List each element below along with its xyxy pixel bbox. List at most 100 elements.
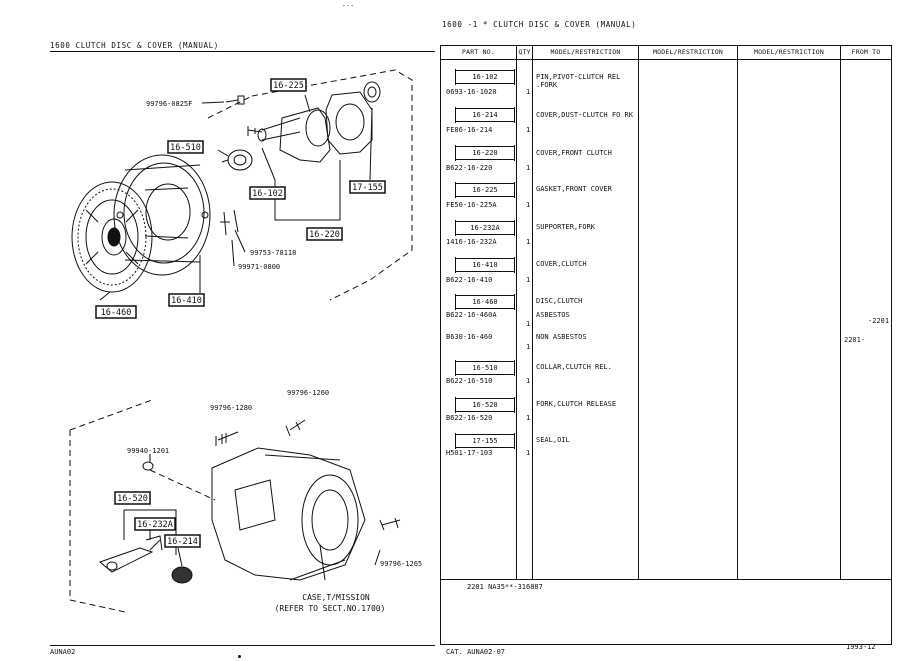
col-header-model-2: MODEL/RESTRICTION bbox=[653, 48, 723, 56]
qty: 1 bbox=[526, 238, 531, 246]
description: COVER,FRONT CLUTCH bbox=[536, 149, 612, 157]
col-line bbox=[638, 46, 639, 579]
part-number: 1416-16-232A bbox=[446, 238, 497, 246]
col-header-qty: QTY bbox=[518, 48, 531, 56]
ref-box: 17-155 bbox=[455, 433, 515, 449]
ref-box: 16-232A bbox=[455, 220, 515, 236]
ref-box: 16-102 bbox=[455, 69, 515, 85]
description: DISC,CLUTCH bbox=[536, 297, 583, 305]
col-line bbox=[532, 46, 533, 579]
label-99753-78118: 99753-78118 bbox=[250, 249, 296, 257]
pivot-pin-drawing bbox=[247, 126, 263, 136]
exploded-diagram: 16-225 16-510 16-102 17-155 16-220 16-41… bbox=[69, 69, 422, 613]
qty: 1 bbox=[526, 320, 531, 328]
callout-16-214: 16-214 bbox=[164, 534, 201, 548]
page-header-left: 1600 CLUTCH DISC & COVER (MANUAL) bbox=[50, 41, 219, 50]
part-number: B622-16-220 bbox=[446, 164, 493, 172]
col-line bbox=[840, 46, 841, 579]
release-fork-drawing bbox=[99, 539, 161, 573]
footer-catalog: CAT. AUNA02-07 bbox=[446, 648, 506, 656]
col-line bbox=[516, 46, 517, 579]
table-footnote: 2201 NA35**-316887 bbox=[467, 583, 543, 591]
svg-text:16-520: 16-520 bbox=[117, 494, 148, 504]
ref-box: 16-520 bbox=[455, 397, 515, 413]
range-from: 2201- bbox=[844, 336, 866, 344]
description: GASKET,FRONT COVER bbox=[536, 185, 612, 193]
svg-text:16-410: 16-410 bbox=[171, 296, 202, 306]
part-number: FE50-16-225A bbox=[446, 201, 497, 209]
callout-16-520: 16-520 bbox=[114, 491, 151, 505]
description: SUPPORTER,FORK bbox=[536, 223, 596, 231]
fork-supporter-drawing bbox=[145, 535, 163, 551]
bolt-1265-drawing bbox=[379, 517, 401, 531]
label-99796-1280: 99796-1280 bbox=[210, 404, 252, 412]
description: PIN,PIVOT-CLUTCH REL .FORK bbox=[536, 73, 621, 89]
label-99971-0800: 99971-0800 bbox=[238, 263, 280, 271]
gasket-drawing bbox=[325, 91, 373, 155]
svg-text:16-102: 16-102 bbox=[252, 189, 283, 199]
description: COLLAR,CLUTCH REL. bbox=[536, 363, 612, 371]
qty: 1 bbox=[526, 201, 531, 209]
dust-cover-drawing bbox=[171, 566, 193, 584]
description: ASBESTOS bbox=[536, 311, 570, 319]
page-header-right: 1600 -1 * CLUTCH DISC & COVER (MANUAL) bbox=[442, 20, 637, 29]
qty: 1 bbox=[526, 414, 531, 422]
nut-1201-drawing bbox=[142, 461, 154, 471]
callout-16-220: 16-220 bbox=[306, 227, 343, 241]
footer-date: 1993-12 bbox=[846, 643, 876, 651]
qty: 1 bbox=[526, 343, 531, 351]
bolt-1260-drawing bbox=[285, 419, 306, 437]
label-99796-0825F: 99796-0825F bbox=[146, 100, 192, 108]
description: SEAL,OIL bbox=[536, 436, 570, 444]
part-number: B622-16-410 bbox=[446, 276, 493, 284]
parts-table: PART NO. QTY MODEL/RESTRICTION MODEL/RES… bbox=[440, 45, 892, 645]
ref-box: 16-410 bbox=[455, 257, 515, 273]
callout-16-410: 16-410 bbox=[168, 293, 205, 307]
part-number: 0693-16-1020 bbox=[446, 88, 497, 96]
part-number: B630-16-460 bbox=[446, 333, 493, 341]
callout-16-225: 16-225 bbox=[270, 78, 307, 92]
svg-text:17-155: 17-155 bbox=[352, 183, 383, 193]
bolt-0825f-drawing bbox=[225, 95, 245, 105]
qty: 1 bbox=[526, 449, 531, 457]
svg-text:16-220: 16-220 bbox=[309, 230, 340, 240]
ref-box: 16-214 bbox=[455, 107, 515, 123]
col-line bbox=[737, 46, 738, 579]
header-divider bbox=[441, 59, 891, 60]
part-number: B622-16-510 bbox=[446, 377, 493, 385]
footer-rule bbox=[50, 645, 435, 646]
description: FORK,CLUTCH RELEASE bbox=[536, 400, 617, 408]
qty: 1 bbox=[526, 88, 531, 96]
description: COVER,DUST-CLUTCH FO RK bbox=[536, 111, 633, 119]
label-99796-1265: 99796-1265 bbox=[380, 560, 422, 568]
col-header-from-to: FROM TO bbox=[851, 48, 881, 56]
svg-text:16-510: 16-510 bbox=[170, 143, 201, 153]
callout-16-460: 16-460 bbox=[95, 305, 137, 319]
description: COVER,CLUTCH bbox=[536, 260, 587, 268]
description: NON ASBESTOS bbox=[536, 333, 587, 341]
footer-dot bbox=[238, 655, 241, 658]
qty: 1 bbox=[526, 276, 531, 284]
svg-text:16-214: 16-214 bbox=[167, 537, 198, 547]
front-cover-drawing bbox=[257, 107, 331, 163]
col-header-part-no: PART NO. bbox=[462, 48, 495, 56]
body-bottom-line bbox=[441, 579, 891, 580]
label-case-line1: CASE,T/MISSION bbox=[302, 593, 370, 602]
part-number: FE86-16-214 bbox=[446, 126, 493, 134]
stud-drawing bbox=[220, 209, 239, 236]
bolt-1280-drawing bbox=[215, 431, 239, 446]
header-rule bbox=[50, 51, 435, 52]
callout-16-510: 16-510 bbox=[167, 140, 204, 154]
ref-box: 16-220 bbox=[455, 145, 515, 161]
callout-17-155: 17-155 bbox=[349, 180, 386, 194]
svg-text:16-232A: 16-232A bbox=[137, 520, 173, 530]
col-header-model-3: MODEL/RESTRICTION bbox=[754, 48, 824, 56]
release-collar-drawing bbox=[221, 149, 253, 171]
range-to: -2201 bbox=[868, 317, 890, 325]
callout-16-232A: 16-232A bbox=[134, 517, 176, 531]
col-header-model-1: MODEL/RESTRICTION bbox=[550, 48, 621, 56]
top-mark: --- bbox=[342, 2, 355, 9]
callout-16-102: 16-102 bbox=[249, 186, 286, 200]
label-99796-1260: 99796-1260 bbox=[287, 389, 329, 397]
qty: 1 bbox=[526, 164, 531, 172]
